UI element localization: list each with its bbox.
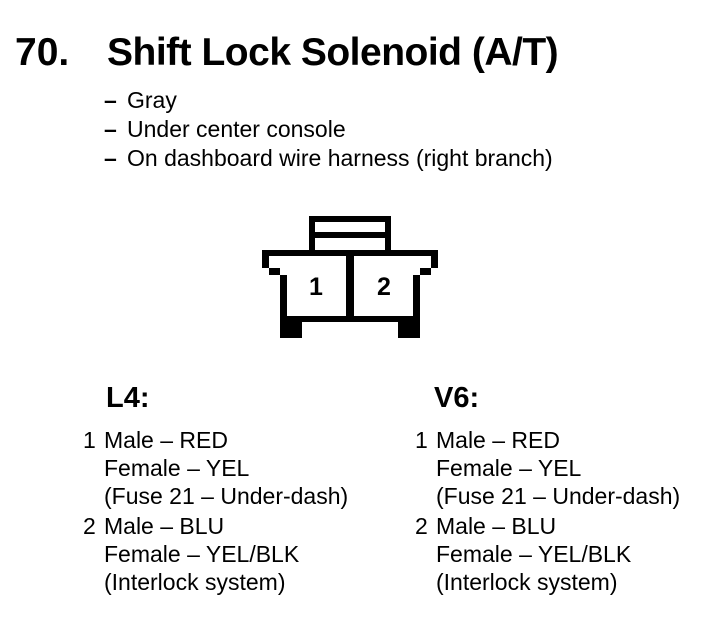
bullet-text: Under center console xyxy=(127,116,346,142)
bullet-item: –Under center console xyxy=(104,115,553,144)
pin-number: 2 xyxy=(415,513,428,539)
pin-number: 2 xyxy=(83,513,96,539)
connector-latch-tab xyxy=(309,216,391,250)
wire-line: Male – BLU xyxy=(436,513,557,539)
bullet-text: On dashboard wire harness (right branch) xyxy=(127,145,553,171)
pin-wire-details: Male – RED Female – YEL (Fuse 21 – Under… xyxy=(104,426,348,510)
wire-line: Male – BLU xyxy=(104,513,225,539)
pin-2-label: 2 xyxy=(377,273,391,301)
bullet-list: –Gray –Under center console –On dashboar… xyxy=(104,86,553,173)
wire-line: Female – YEL/BLK xyxy=(436,541,632,567)
wire-line: Female – YEL xyxy=(104,455,250,481)
wire-line: Male – RED xyxy=(104,427,228,453)
pin-wire-details: Male – BLU Female – YEL/BLK (Interlock s… xyxy=(104,512,299,596)
pin-entry: 1 Male – RED Female – YEL (Fuse 21 – Und… xyxy=(83,426,348,510)
pin-entry: 1 Male – RED Female – YEL (Fuse 21 – Und… xyxy=(415,426,680,510)
pin-wire-details: Male – BLU Female – YEL/BLK (Interlock s… xyxy=(436,512,631,596)
pin-number: 1 xyxy=(83,427,96,453)
pin-wire-details: Male – RED Female – YEL (Fuse 21 – Under… xyxy=(436,426,680,510)
pin-1-label: 1 xyxy=(309,273,323,301)
bullet-dash: – xyxy=(104,116,117,142)
bullet-dash: – xyxy=(104,87,117,113)
pin-list-v6: 1 Male – RED Female – YEL (Fuse 21 – Und… xyxy=(415,426,680,596)
bullet-text: Gray xyxy=(127,87,177,113)
bullet-dash: – xyxy=(104,145,117,171)
bullet-item: –On dashboard wire harness (right branch… xyxy=(104,144,553,173)
wire-line: (Interlock system) xyxy=(436,569,618,595)
connector-body-outline xyxy=(262,250,438,338)
wire-line: Male – RED xyxy=(436,427,560,453)
pin-number: 1 xyxy=(415,427,428,453)
pin-entry: 2 Male – BLU Female – YEL/BLK (Interlock… xyxy=(83,512,348,596)
column-heading-l4: L4: xyxy=(106,382,150,414)
section-number: 70. xyxy=(15,31,70,74)
wire-line: (Fuse 21 – Under-dash) xyxy=(436,483,681,509)
pin-list-l4: 1 Male – RED Female – YEL (Fuse 21 – Und… xyxy=(83,426,348,596)
connector-diagram: 1 2 xyxy=(250,208,450,348)
bullet-item: –Gray xyxy=(104,86,553,115)
column-heading-v6: V6: xyxy=(434,382,480,414)
wire-line: (Fuse 21 – Under-dash) xyxy=(104,483,349,509)
pin-entry: 2 Male – BLU Female – YEL/BLK (Interlock… xyxy=(415,512,680,596)
wire-line: Female – YEL/BLK xyxy=(104,541,300,567)
page-title: Shift Lock Solenoid (A/T) xyxy=(107,31,559,74)
wire-line: (Interlock system) xyxy=(104,569,286,595)
wire-line: Female – YEL xyxy=(436,455,582,481)
